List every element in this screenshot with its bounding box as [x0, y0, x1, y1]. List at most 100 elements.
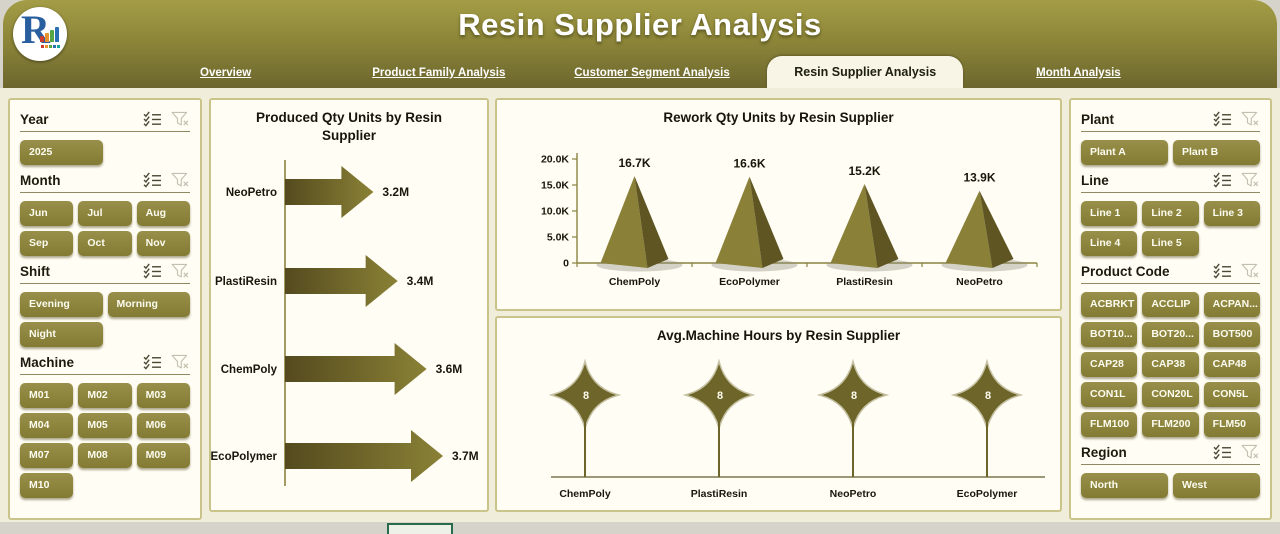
- filter-button-m02[interactable]: M02: [78, 383, 132, 408]
- filter-button-night[interactable]: Night: [20, 322, 103, 347]
- tab-label[interactable]: Month Analysis: [1036, 67, 1121, 79]
- divider: [1081, 464, 1260, 465]
- svg-text:NeoPetro: NeoPetro: [956, 276, 1003, 288]
- chart-title: Avg.Machine Hours by Resin Supplier: [656, 328, 901, 343]
- clear-filter-icon[interactable]: [1241, 111, 1260, 127]
- multi-select-icon[interactable]: [143, 263, 162, 279]
- filter-button-west[interactable]: West: [1173, 473, 1260, 498]
- svg-text:0: 0: [563, 257, 569, 269]
- slicer-title: Shift: [20, 263, 50, 279]
- multi-select-icon[interactable]: [1213, 444, 1232, 460]
- tab-product-family-analysis[interactable]: Product Family Analysis: [332, 57, 545, 88]
- svg-text:PlastiResin: PlastiResin: [691, 488, 748, 500]
- slicer-header-icons: [143, 111, 190, 127]
- filter-button-m01[interactable]: M01: [20, 383, 74, 408]
- filter-button-acbrkt[interactable]: ACBRKT: [1081, 292, 1138, 317]
- filter-button-m03[interactable]: M03: [136, 383, 190, 408]
- clear-filter-icon[interactable]: [171, 172, 190, 188]
- clear-filter-icon[interactable]: [171, 354, 190, 370]
- multi-select-icon[interactable]: [143, 111, 162, 127]
- filter-button-plant-b[interactable]: Plant B: [1173, 140, 1260, 165]
- filter-button-bot500[interactable]: BOT500: [1203, 322, 1260, 347]
- tab-label[interactable]: Customer Segment Analysis: [574, 67, 730, 79]
- divider: [1081, 192, 1260, 193]
- filter-button-bot10[interactable]: BOT10...: [1081, 322, 1138, 347]
- svg-text:8: 8: [717, 390, 723, 402]
- filter-button-m10[interactable]: M10: [20, 473, 74, 498]
- filter-button-line-1[interactable]: Line 1: [1081, 201, 1138, 226]
- clear-filter-icon[interactable]: [1241, 263, 1260, 279]
- filter-button-cap28[interactable]: CAP28: [1081, 352, 1138, 377]
- svg-text:NeoPetro: NeoPetro: [830, 488, 877, 500]
- filter-button-con20l[interactable]: CON20L: [1142, 382, 1199, 407]
- slicer-header-icons: [1213, 172, 1260, 188]
- tab-bar: Overview Product Family Analysis Customer …: [119, 56, 1185, 88]
- filter-button-m04[interactable]: M04: [20, 413, 74, 438]
- filter-button-m08[interactable]: M08: [78, 443, 132, 468]
- filter-button-flm200[interactable]: FLM200: [1142, 412, 1199, 437]
- tab-customer-segment-analysis[interactable]: Customer Segment Analysis: [545, 57, 758, 88]
- rework-qty-chart-panel: Rework Qty Units by Resin Supplier 20.0K…: [495, 98, 1062, 311]
- svg-text:3.4M: 3.4M: [407, 274, 434, 288]
- filter-button-line-4[interactable]: Line 4: [1081, 231, 1138, 256]
- filter-button-m05[interactable]: M05: [78, 413, 132, 438]
- filter-button-jun[interactable]: Jun: [20, 201, 74, 226]
- filter-button-acclip[interactable]: ACCLIP: [1142, 292, 1199, 317]
- clear-filter-icon[interactable]: [171, 111, 190, 127]
- filter-button-aug[interactable]: Aug: [136, 201, 190, 226]
- filter-button-cap48[interactable]: CAP48: [1203, 352, 1260, 377]
- filter-button-line-2[interactable]: Line 2: [1142, 201, 1199, 226]
- svg-text:PlastiResin: PlastiResin: [215, 276, 277, 288]
- filter-button-plant-a[interactable]: Plant A: [1081, 140, 1168, 165]
- filter-button-line-5[interactable]: Line 5: [1142, 231, 1199, 256]
- multi-select-icon[interactable]: [1213, 172, 1232, 188]
- tab-overview[interactable]: Overview: [119, 57, 332, 88]
- multi-select-icon[interactable]: [143, 354, 162, 370]
- filter-button-m06[interactable]: M06: [136, 413, 190, 438]
- filter-button-north[interactable]: North: [1081, 473, 1168, 498]
- slicer-items: 2025: [20, 140, 190, 165]
- filter-button-nov[interactable]: Nov: [136, 231, 190, 256]
- filter-button-cap38[interactable]: CAP38: [1142, 352, 1199, 377]
- slicer-title: Machine: [20, 354, 75, 370]
- tab-label[interactable]: Overview: [200, 67, 252, 79]
- filter-button-flm50[interactable]: FLM50: [1203, 412, 1260, 437]
- clear-filter-icon[interactable]: [1241, 444, 1260, 460]
- filter-button-2025[interactable]: 2025: [20, 140, 103, 165]
- svg-text:8: 8: [583, 390, 589, 402]
- divider: [20, 192, 190, 193]
- filter-button-jul[interactable]: Jul: [78, 201, 132, 226]
- tab-resin-supplier-analysis[interactable]: Resin Supplier Analysis: [759, 56, 972, 88]
- filter-button-acpan[interactable]: ACPAN...: [1203, 292, 1260, 317]
- clear-filter-icon[interactable]: [171, 263, 190, 279]
- filter-button-m07[interactable]: M07: [20, 443, 74, 468]
- tab-month-analysis[interactable]: Month Analysis: [972, 57, 1185, 88]
- filter-button-flm100[interactable]: FLM100: [1081, 412, 1138, 437]
- multi-select-icon[interactable]: [1213, 111, 1232, 127]
- filter-button-m09[interactable]: M09: [136, 443, 190, 468]
- multi-select-icon[interactable]: [1213, 263, 1232, 279]
- filter-button-evening[interactable]: Evening: [20, 292, 103, 317]
- tab-label[interactable]: Product Family Analysis: [372, 67, 506, 79]
- svg-text:NeoPetro: NeoPetro: [226, 187, 277, 199]
- multi-select-icon[interactable]: [143, 172, 162, 188]
- page-navigator-partial[interactable]: [387, 523, 453, 534]
- filter-button-line-3[interactable]: Line 3: [1203, 201, 1260, 226]
- filter-button-con5l[interactable]: CON5L: [1203, 382, 1260, 407]
- filter-button-oct[interactable]: Oct: [78, 231, 132, 256]
- filter-button-con1l[interactable]: CON1L: [1081, 382, 1138, 407]
- tab-label[interactable]: Resin Supplier Analysis: [767, 56, 964, 88]
- filter-button-bot20[interactable]: BOT20...: [1142, 322, 1199, 347]
- filter-button-morning[interactable]: Morning: [107, 292, 190, 317]
- clear-filter-icon[interactable]: [1241, 172, 1260, 188]
- chart-title: Rework Qty Units by Resin Supplier: [663, 110, 894, 125]
- slicer-header-icons: [143, 354, 190, 370]
- filter-button-sep[interactable]: Sep: [20, 231, 74, 256]
